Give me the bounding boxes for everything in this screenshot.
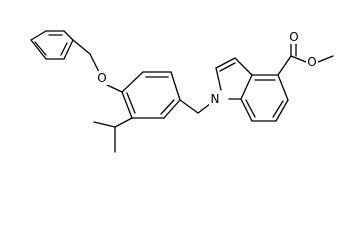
indole-nitrogen-label: N — [211, 92, 220, 106]
ester-oxygen-atom: O — [306, 55, 318, 69]
ester-oxygen-label: O — [307, 55, 316, 69]
methyl-ester-group — [277, 43, 334, 76]
chemical-structure-diagram: O N O O — [30, 30, 334, 153]
indole-nitrogen-atom: N — [209, 92, 221, 106]
indole-benzene-ring — [240, 74, 289, 122]
carbonyl-oxygen-label: O — [289, 30, 298, 44]
carbonyl-oxygen-atom: O — [288, 30, 300, 44]
benzyl-ether-linker — [72, 39, 123, 93]
indole-pyrrole-ring — [215, 57, 253, 100]
isopropyl-group — [93, 117, 133, 153]
benzyl-phenyl-ring — [30, 30, 74, 60]
ether-oxygen-label: O — [97, 71, 106, 85]
ether-oxygen-atom: O — [96, 71, 108, 85]
methylene-linker — [179, 99, 211, 114]
central-aryl-ring — [121, 71, 181, 119]
